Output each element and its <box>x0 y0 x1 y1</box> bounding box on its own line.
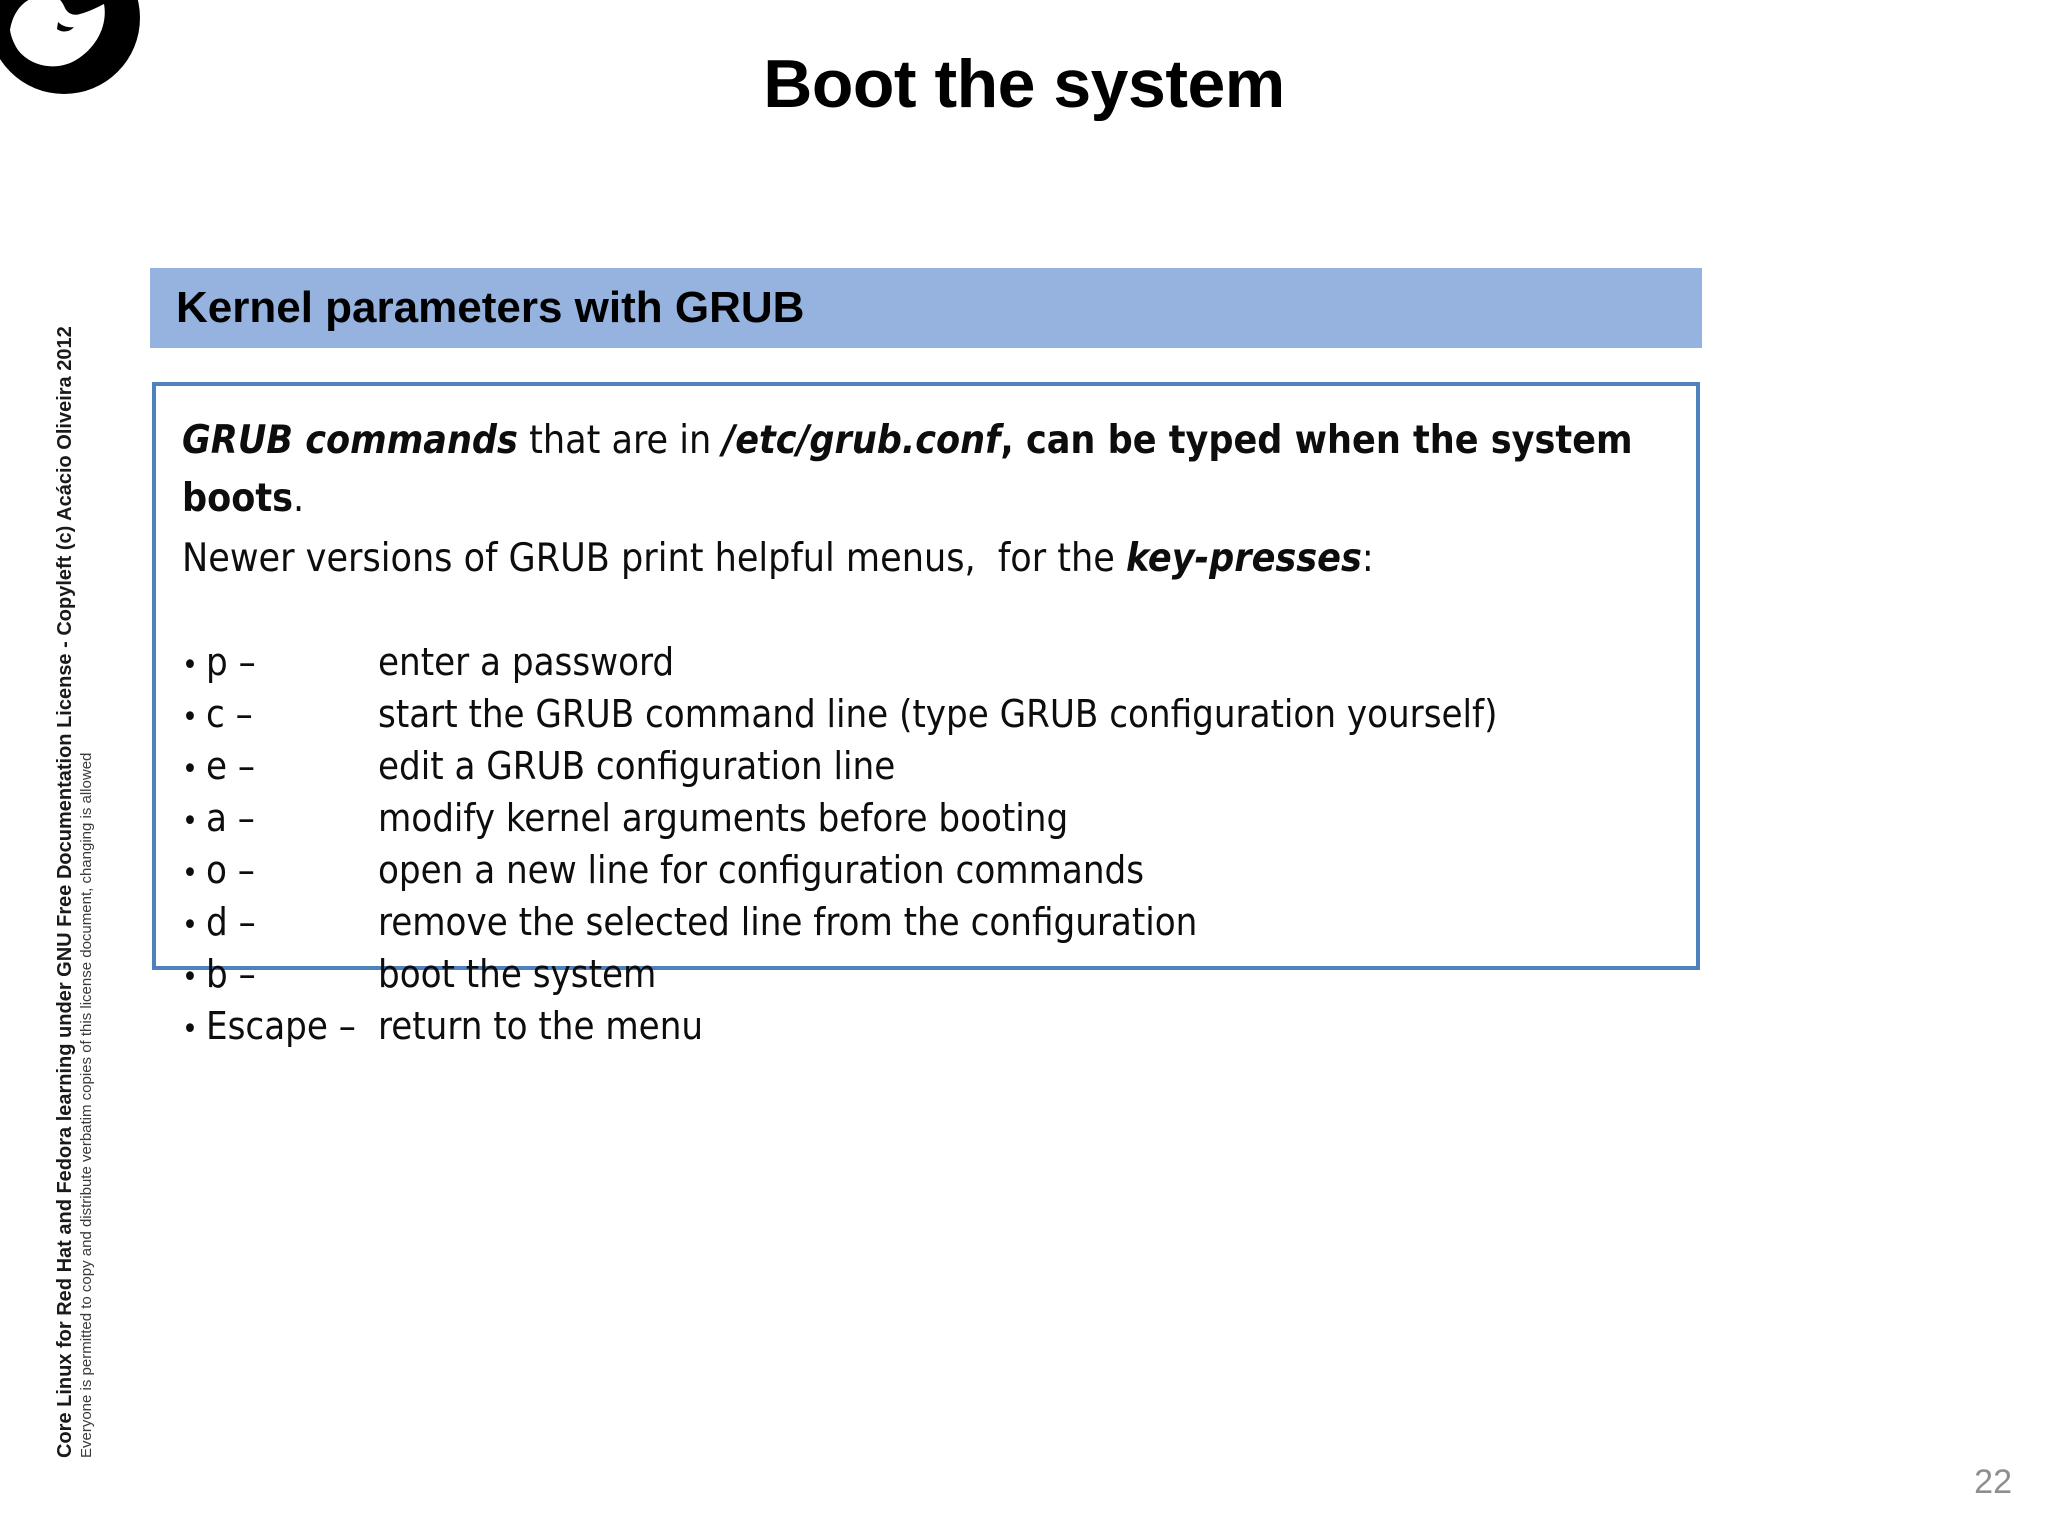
keypress-desc: start the GRUB command line (type GRUB c… <box>378 692 1498 736</box>
keypress-key: d – <box>206 900 256 944</box>
intro-line-2-colon: : <box>1361 536 1374 581</box>
list-item: • d – remove the selected line from the … <box>182 898 1670 950</box>
intro-line-1-grub-conf-path: /etc/grub.conf <box>722 418 1001 463</box>
bullet-icon: • <box>182 752 198 787</box>
bullet-icon: • <box>182 960 198 995</box>
keypress-key: b – <box>206 952 256 996</box>
intro-line-1-period: . <box>293 476 305 521</box>
keypress-key: e – <box>206 744 255 788</box>
list-item: • Escape – return to the menu <box>182 1002 1670 1054</box>
bullet-icon: • <box>182 908 198 943</box>
keypress-desc: modify kernel arguments before booting <box>378 796 1069 840</box>
intro-line-2-newer-versions: Newer versions of GRUB print helpful men… <box>182 536 1126 581</box>
keypress-key: c – <box>206 692 253 736</box>
list-item: • b – boot the system <box>182 950 1670 1002</box>
keypress-list: • p – enter a password • c – start the G… <box>182 638 1670 1054</box>
intro-line-1-can-be-typed: , can be typed when the system boots <box>182 418 1645 521</box>
keypress-key: p – <box>206 640 256 684</box>
bullet-icon: • <box>182 1012 198 1047</box>
intro-line-1-that-are-in: that are in <box>517 418 723 463</box>
bullet-icon: • <box>182 804 198 839</box>
intro-line-2: Newer versions of GRUB print helpful men… <box>182 530 1670 588</box>
keypress-desc: remove the selected line from the config… <box>378 900 1198 944</box>
keypress-desc: return to the menu <box>378 1004 704 1048</box>
keypress-key: a – <box>206 796 255 840</box>
intro-line-2-key-presses: key-presses <box>1125 536 1362 581</box>
red-hat-shadowman-logo <box>0 0 144 98</box>
intro-line-1-grub-commands: GRUB commands <box>182 418 518 463</box>
bullet-icon: • <box>182 648 198 683</box>
copyright-sidebar: Core Linux for Red Hat and Fedora learni… <box>37 18 113 1458</box>
copyright-permission-line: Everyone is permitted to copy and distri… <box>78 752 95 1458</box>
keypress-key: Escape – <box>206 1004 356 1048</box>
section-banner: Kernel parameters with GRUB <box>150 268 1702 348</box>
keypress-desc: edit a GRUB configuration line <box>378 744 896 788</box>
section-banner-label: Kernel parameters with GRUB <box>176 283 805 332</box>
bullet-icon: • <box>182 856 198 891</box>
list-item: • a – modify kernel arguments before boo… <box>182 794 1670 846</box>
keypress-desc: boot the system <box>378 952 657 996</box>
list-item: • e – edit a GRUB configuration line <box>182 742 1670 794</box>
bullet-icon: • <box>182 700 198 735</box>
copyright-license-line: Core Linux for Red Hat and Fedora learni… <box>54 326 76 1458</box>
page-title: Boot the system <box>763 46 1285 122</box>
intro-line-1: GRUB commands that are in /etc/grub.conf… <box>182 412 1670 528</box>
list-item: • o – open a new line for configuration … <box>182 846 1670 898</box>
keypress-desc: open a new line for configuration comman… <box>378 848 1145 892</box>
content-box: GRUB commands that are in /etc/grub.conf… <box>152 382 1700 1048</box>
page-number: 22 <box>1974 1463 2012 1501</box>
list-item: • c – start the GRUB command line (type … <box>182 690 1670 742</box>
list-item: • p – enter a password <box>182 638 1670 690</box>
keypress-desc: enter a password <box>378 640 675 684</box>
keypress-key: o – <box>206 848 255 892</box>
